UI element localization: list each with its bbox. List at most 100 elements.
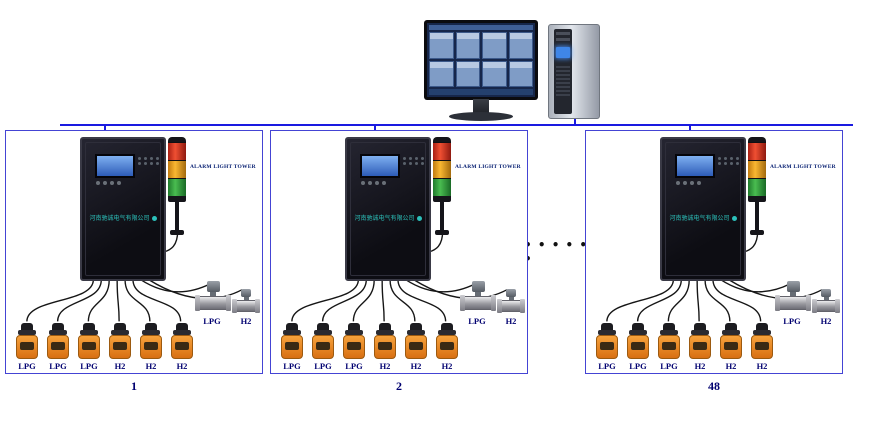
valve-body bbox=[775, 295, 811, 311]
valve-coil bbox=[471, 281, 485, 292]
monitoring-software-windows bbox=[429, 32, 533, 87]
gas-detector bbox=[107, 323, 133, 359]
tower-green-light bbox=[748, 178, 766, 196]
valve-label-h2: H2 bbox=[240, 316, 252, 326]
detector-neck bbox=[438, 330, 456, 335]
gas-detector bbox=[76, 323, 102, 359]
detector-body bbox=[751, 335, 773, 359]
detector-body bbox=[312, 335, 334, 359]
detector-neck bbox=[660, 330, 678, 335]
controller-indicator-leds bbox=[138, 157, 160, 165]
software-window-tile bbox=[455, 60, 480, 87]
detector-neck bbox=[407, 330, 425, 335]
valve-stem bbox=[823, 297, 829, 300]
pc-tower bbox=[548, 24, 600, 119]
brand-logo bbox=[151, 216, 157, 221]
tower-red-light bbox=[748, 142, 766, 160]
gas-alarm-controller: 河南驰诚电气有限公司 bbox=[660, 137, 746, 281]
valve-coil bbox=[241, 289, 251, 297]
alarm-light-tower bbox=[168, 137, 186, 235]
detector-neck bbox=[18, 330, 36, 335]
gas-alarm-controller: 河南驰诚电气有限公司 bbox=[345, 137, 431, 281]
detector-label: LPG bbox=[345, 361, 363, 371]
valve-stem bbox=[210, 292, 216, 296]
detector-body bbox=[281, 335, 303, 359]
detector-cap bbox=[410, 323, 422, 330]
software-window-tile bbox=[508, 60, 533, 87]
controller-indicator-leds bbox=[403, 157, 425, 165]
monitoring-computer bbox=[424, 16, 604, 128]
detector-neck bbox=[314, 330, 332, 335]
software-window-tile bbox=[429, 32, 454, 59]
optical-drive-slot bbox=[556, 32, 570, 35]
valve-label-h2: H2 bbox=[505, 316, 517, 326]
wiring bbox=[26, 231, 243, 322]
gas-detector bbox=[594, 323, 620, 359]
detector-cap bbox=[52, 323, 64, 330]
valve-body bbox=[812, 299, 840, 313]
software-window-tile bbox=[482, 32, 507, 59]
tower-foot bbox=[750, 230, 764, 235]
gas-detector bbox=[45, 323, 71, 359]
detector-neck bbox=[173, 330, 191, 335]
detector-neck bbox=[598, 330, 616, 335]
tower-red-light bbox=[433, 142, 451, 160]
detector-cap bbox=[725, 323, 737, 330]
detector-body bbox=[720, 335, 742, 359]
tower-base bbox=[168, 196, 186, 202]
detector-neck bbox=[629, 330, 647, 335]
detector-body bbox=[689, 335, 711, 359]
software-window-tile bbox=[508, 32, 533, 59]
monitor-stand bbox=[473, 99, 489, 113]
detector-neck bbox=[376, 330, 394, 335]
gas-detector bbox=[169, 323, 195, 359]
solenoid-valve-lpg bbox=[195, 281, 231, 311]
detector-body bbox=[109, 335, 131, 359]
detector-body bbox=[405, 335, 427, 359]
detector-neck bbox=[111, 330, 129, 335]
detector-cap bbox=[441, 323, 453, 330]
detector-body bbox=[47, 335, 69, 359]
alarm-tower-label: ALARM LIGHT TOWER bbox=[190, 164, 256, 170]
valve-stem bbox=[790, 292, 796, 296]
valve-stem bbox=[475, 292, 481, 296]
optical-drive-slot bbox=[556, 38, 570, 41]
detector-neck bbox=[753, 330, 771, 335]
pc-led-display bbox=[556, 47, 570, 58]
controller-buttons bbox=[96, 181, 121, 185]
detector-neck bbox=[49, 330, 67, 335]
valve-coil bbox=[821, 289, 831, 297]
controller-lcd-screen bbox=[675, 154, 715, 178]
detector-cap bbox=[601, 323, 613, 330]
detector-cap bbox=[756, 323, 768, 330]
detector-body bbox=[343, 335, 365, 359]
detector-neck bbox=[691, 330, 709, 335]
detector-cap bbox=[83, 323, 95, 330]
detector-neck bbox=[80, 330, 98, 335]
detector-cap bbox=[145, 323, 157, 330]
tower-pole bbox=[175, 202, 179, 230]
detector-label: H2 bbox=[694, 361, 706, 371]
tower-amber-light bbox=[433, 160, 451, 178]
detector-body bbox=[436, 335, 458, 359]
detector-cap bbox=[348, 323, 360, 330]
gas-detector bbox=[749, 323, 775, 359]
panel-number: 2 bbox=[396, 379, 402, 393]
software-window-tile bbox=[482, 60, 507, 87]
tower-foot bbox=[170, 230, 184, 235]
solenoid-valve-lpg bbox=[460, 281, 496, 311]
tower-green-light bbox=[168, 178, 186, 196]
detector-cap bbox=[176, 323, 188, 330]
detector-neck bbox=[283, 330, 301, 335]
detector-label: LPG bbox=[49, 361, 67, 371]
detector-cap bbox=[632, 323, 644, 330]
detector-body bbox=[627, 335, 649, 359]
detector-label: H2 bbox=[725, 361, 737, 371]
alarm-light-tower bbox=[433, 137, 451, 235]
brand-logo bbox=[416, 216, 422, 221]
panel-number: 1 bbox=[131, 379, 137, 393]
screen-statusbar bbox=[429, 89, 533, 95]
detector-label: H2 bbox=[114, 361, 126, 371]
detector-label: H2 bbox=[410, 361, 422, 371]
pc-vents bbox=[556, 66, 570, 98]
